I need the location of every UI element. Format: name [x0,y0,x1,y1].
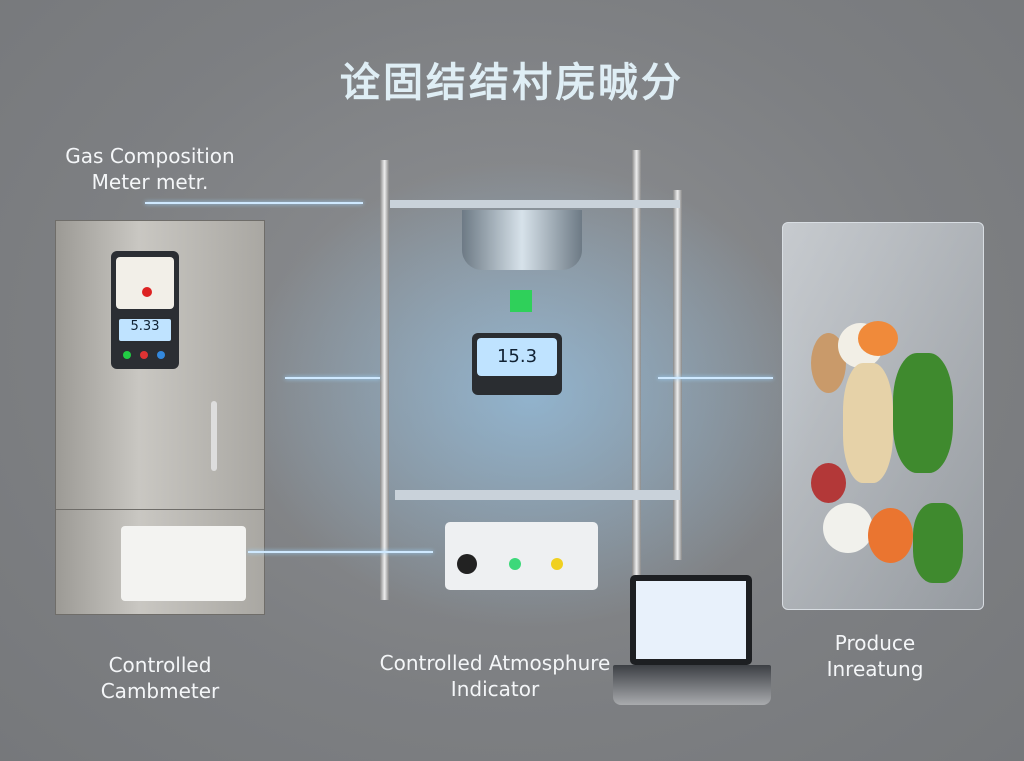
blue-led-icon [157,351,165,359]
frame-pole [632,150,641,600]
gauge-needle-icon [142,287,152,297]
produce-item [811,463,846,503]
produce-item [858,321,898,356]
produce-item [913,503,963,583]
gauge-icon [116,257,174,309]
cabinet-screen: 5.33 [117,317,173,343]
yellow-led-icon [551,558,563,570]
flow-arrow [248,551,433,553]
cabinet-label-plate [121,526,246,601]
produce-item [868,508,913,563]
gas-meter-label: Gas Composition Meter metr. [65,144,235,194]
produce-item [823,503,873,553]
cabinet-divider [56,509,264,510]
flow-arrow [285,377,380,379]
produce-item [893,353,953,473]
cabinet-control-panel: 5.33 [111,251,179,369]
produce-label: Produce Inreatung [826,631,924,681]
indicator-label: Controlled Atmosphure Indicator [379,651,611,701]
gas-chamber [462,210,582,270]
laptop-screen [636,581,746,659]
atmosphere-indicator-box [445,522,598,590]
knob-icon [457,554,477,574]
central-display-unit: 15.3 [472,333,562,395]
produce-bag [782,222,984,610]
green-led-icon [123,351,131,359]
laptop-keyboard [613,665,771,705]
frame-top-bar [390,200,680,208]
green-led-icon [509,558,521,570]
controlled-atmosphere-cabinet: 5.33 [55,220,265,615]
frame-pole [673,190,682,560]
frame-pole [380,160,389,600]
green-valve [510,290,532,312]
produce-item [843,363,893,483]
central-screen: 15.3 [477,338,557,376]
flow-arrow [145,202,363,204]
diagram-title: 诠固结结村庑晠分 [340,60,684,106]
laptop [630,575,752,665]
door-handle [211,401,217,471]
cabinet-label: Controlled Cambmeter [100,653,220,703]
red-led-icon [140,351,148,359]
frame-base [395,490,680,500]
flow-arrow [658,377,773,379]
